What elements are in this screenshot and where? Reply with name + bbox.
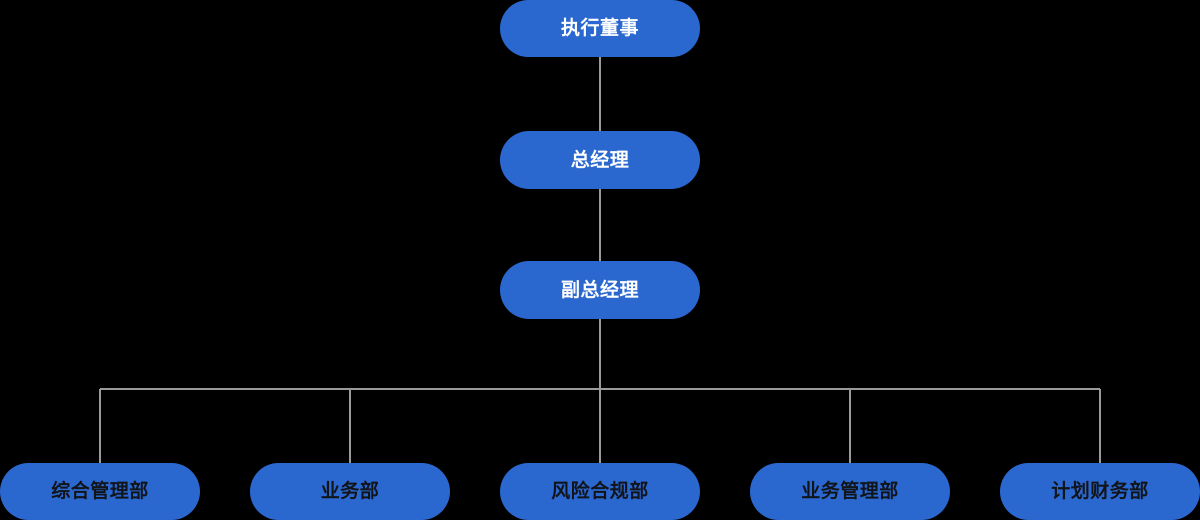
node-exec-director[interactable]: 执行董事 [500, 0, 700, 57]
node-deputy-general-manager[interactable]: 副总经理 [500, 261, 700, 319]
node-general-manager[interactable]: 总经理 [500, 131, 700, 189]
node-dept-planning-finance[interactable]: 计划财务部 [1000, 463, 1200, 520]
node-label-exec-director: 执行董事 [560, 17, 639, 39]
node-label-dept-business: 业务部 [320, 480, 380, 502]
node-label-dept-risk-compliance: 风险合规部 [551, 480, 649, 502]
node-dept-general-management[interactable]: 综合管理部 [0, 463, 200, 520]
node-dept-risk-compliance[interactable]: 风险合规部 [500, 463, 700, 520]
node-dept-business-management[interactable]: 业务管理部 [750, 463, 950, 520]
node-label-dept-general-management: 综合管理部 [51, 480, 149, 502]
node-label-dept-business-management: 业务管理部 [801, 480, 899, 502]
node-dept-business[interactable]: 业务部 [250, 463, 450, 520]
node-label-deputy-general-manager: 副总经理 [560, 278, 639, 301]
node-label-dept-planning-finance: 计划财务部 [1051, 480, 1149, 502]
node-label-general-manager: 总经理 [570, 148, 630, 171]
